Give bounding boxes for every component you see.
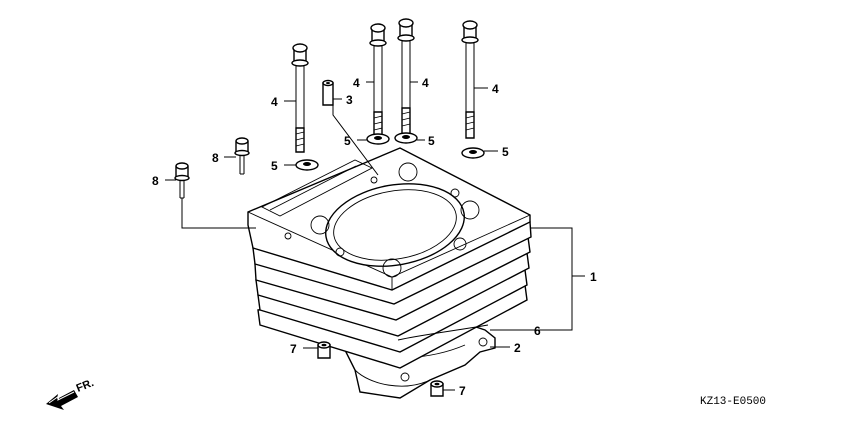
washer-5-left	[295, 159, 319, 171]
callout-5-mid-right: 5	[428, 134, 435, 148]
bolt-4-left	[291, 43, 309, 153]
washer-5-mid-left	[366, 133, 390, 145]
callout-5-left: 5	[271, 159, 278, 173]
leader-lines	[165, 81, 585, 391]
diagram-code: KZ13-E0500	[700, 396, 766, 408]
callout-4-mid-right: 4	[422, 76, 429, 90]
callout-7-right: 7	[459, 384, 466, 398]
dowel-pin-7-left	[317, 341, 331, 359]
callout-3: 3	[346, 93, 353, 107]
washer-5-right	[461, 147, 485, 159]
callout-8-lower: 8	[152, 174, 159, 188]
callout-2: 2	[514, 341, 521, 355]
front-direction-arrow: FR.	[46, 377, 96, 410]
bolt-8-lower	[174, 162, 190, 199]
cylinder-block	[247, 147, 532, 399]
callout-4-left: 4	[271, 95, 278, 109]
callout-8-upper: 8	[212, 151, 219, 165]
callout-5-right: 5	[502, 145, 509, 159]
callout-7-left: 7	[290, 342, 297, 356]
bolt-4-right	[461, 20, 479, 139]
front-label: FR.	[75, 377, 96, 395]
callout-4-right: 4	[492, 82, 499, 96]
callout-1: 1	[590, 270, 597, 284]
dowel-pin-7-right	[430, 380, 444, 397]
callout-5-mid-left: 5	[344, 134, 351, 148]
bolt-4-mid-left	[369, 23, 387, 141]
dowel-pin-3	[322, 79, 334, 106]
bolt-8-upper	[234, 137, 250, 175]
callout-6: 6	[534, 324, 541, 338]
o-ring-6	[397, 324, 489, 341]
callout-4-mid-left: 4	[353, 76, 360, 90]
bolt-4-mid-right	[397, 18, 415, 137]
washer-5-mid-right	[394, 132, 418, 144]
callout-labels: 1 2 3 4 4 4 4 5 5 5 5 6 7 7 8 8	[152, 76, 597, 398]
